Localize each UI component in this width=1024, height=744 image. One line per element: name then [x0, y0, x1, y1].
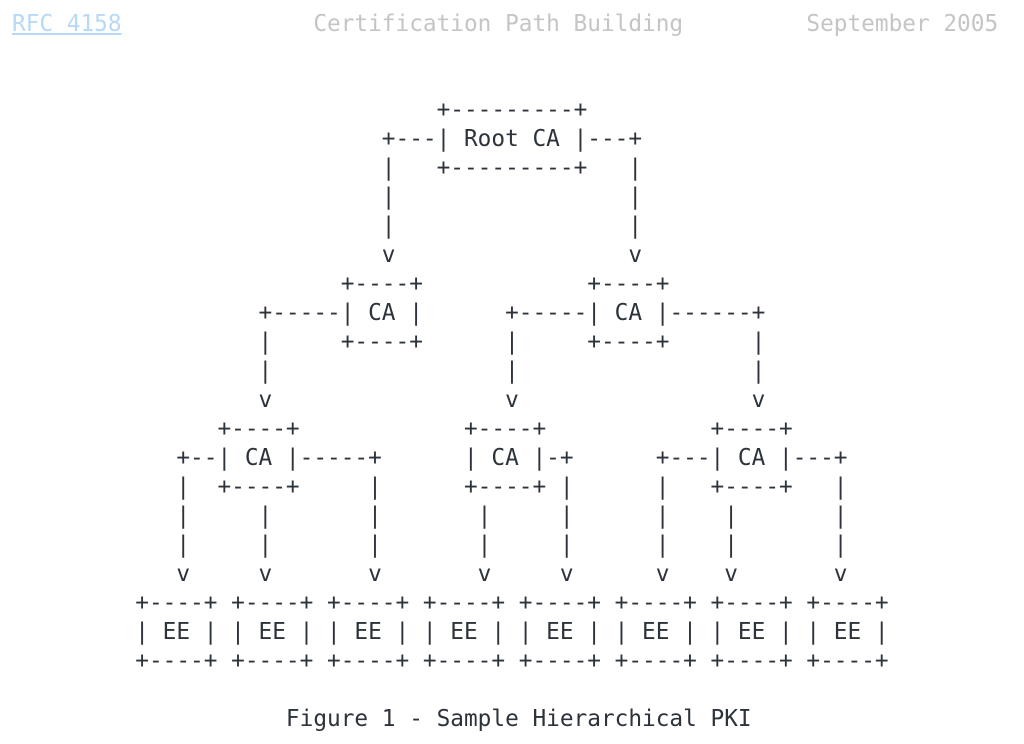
rfc-number-link[interactable]: RFC 4158: [12, 11, 122, 37]
figure-caption: Figure 1 - Sample Hierarchical PKI: [285, 706, 752, 732]
document-title: Certification Path Building: [313, 11, 684, 37]
pki-hierarchy-ascii-diagram: +---------+ +---| Root CA |---+ | +-----…: [135, 97, 889, 674]
document-date: September 2005: [806, 11, 999, 37]
page-header: RFC 4158 Certification Path Building Sep…: [12, 10, 998, 39]
